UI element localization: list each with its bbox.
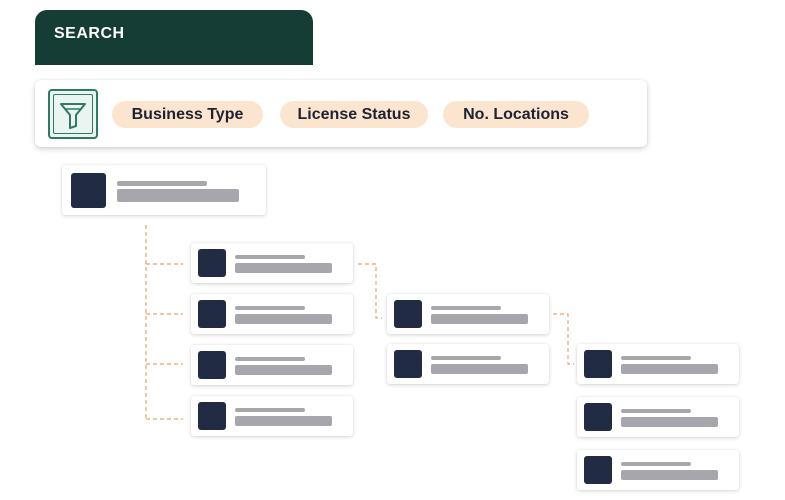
placeholder-title [117,181,207,186]
avatar [198,300,226,328]
placeholder-subtitle [235,314,332,324]
placeholder-title [431,356,501,360]
avatar [584,456,612,484]
tree-node-level2[interactable] [387,344,549,384]
placeholder-title [621,356,691,360]
placeholder-subtitle [621,364,718,374]
placeholder-subtitle [235,365,332,375]
placeholder-subtitle [431,364,528,374]
search-title: SEARCH [54,25,125,42]
chip-license-status[interactable]: License Status [280,101,428,128]
connector-level2-to-level3 [553,313,574,365]
avatar [584,403,612,431]
search-header: SEARCH [35,10,313,65]
avatar [394,300,422,328]
tree-node-level1[interactable] [191,294,353,334]
tree-node-level3[interactable] [577,344,739,384]
placeholder-subtitle [621,470,718,480]
placeholder-title [235,306,305,310]
connector-level1-to-level2 [358,263,382,319]
placeholder-subtitle [235,416,332,426]
placeholder-title [621,462,691,466]
avatar [198,402,226,430]
tree-node-level3[interactable] [577,450,739,490]
avatar [71,173,106,208]
placeholder-subtitle [117,189,239,202]
avatar [198,249,226,277]
filter-button-frame [53,94,93,134]
chip-no-locations[interactable]: No. Locations [443,101,589,128]
tree-node-level3[interactable] [577,397,739,437]
filter-button[interactable] [48,89,98,139]
filter-funnel-icon [60,103,86,129]
placeholder-title [621,409,691,413]
placeholder-subtitle [431,314,528,324]
chip-business-type[interactable]: Business Type [112,101,263,128]
placeholder-subtitle [235,263,332,273]
tree-node-root[interactable] [62,165,266,215]
tree-node-level1[interactable] [191,396,353,436]
placeholder-title [235,255,305,259]
avatar [198,351,226,379]
tree-node-level2[interactable] [387,294,549,334]
tree-node-level1[interactable] [191,345,353,385]
avatar [394,350,422,378]
tree-node-level1[interactable] [191,243,353,283]
placeholder-subtitle [621,417,718,427]
placeholder-title [431,306,501,310]
placeholder-title [235,408,305,412]
avatar [584,350,612,378]
placeholder-title [235,357,305,361]
filter-bar: Business Type License Status No. Locatio… [35,80,647,147]
